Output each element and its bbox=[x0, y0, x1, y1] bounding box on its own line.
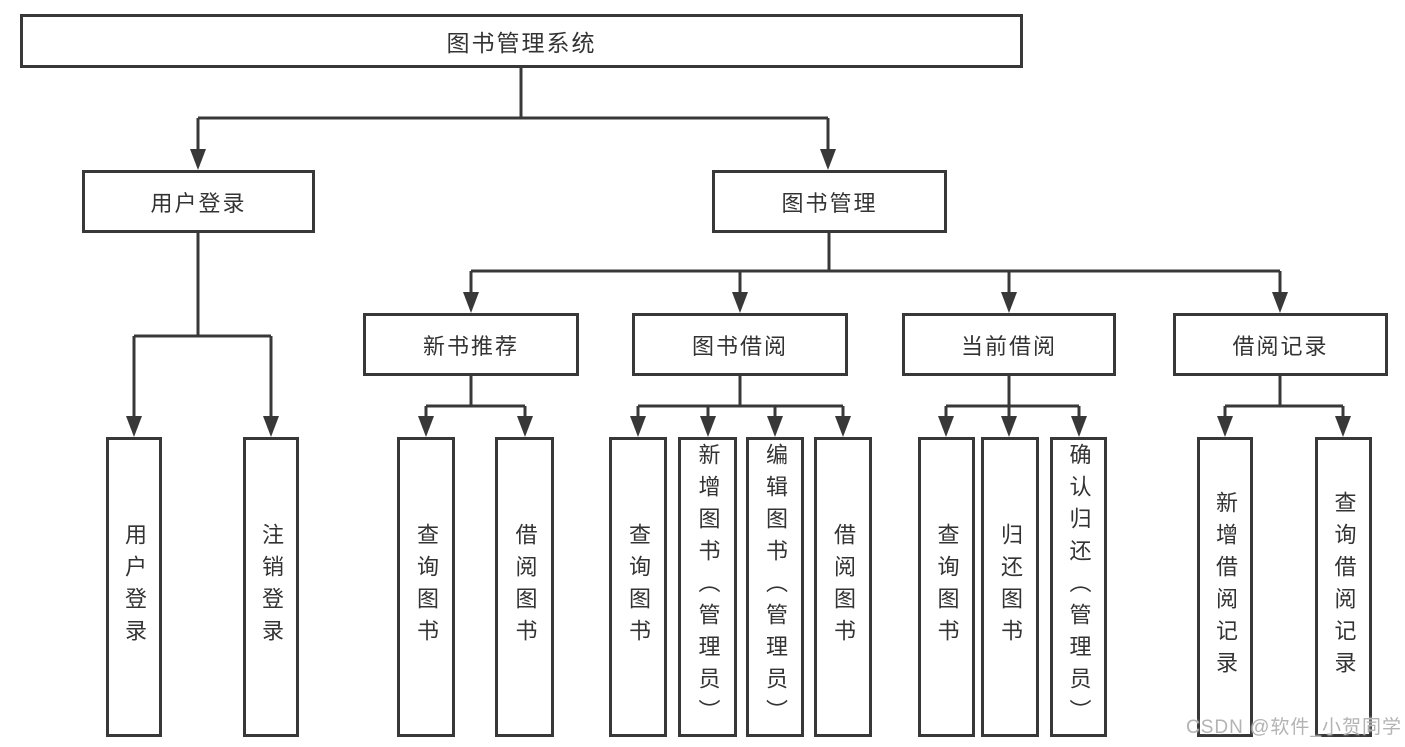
node-book-borrowing: 图书借阅 bbox=[632, 313, 848, 376]
arrowheads-book-borrowing-branch bbox=[630, 416, 851, 437]
leaf-label: 编辑图书（管理员） bbox=[763, 443, 788, 731]
leaf-return-books: 归还图书 bbox=[981, 437, 1039, 737]
leaf-label: 查询图书 bbox=[934, 523, 960, 651]
leaf-label: 确认归还（管理员） bbox=[1066, 443, 1092, 731]
leaf-label: 借阅图书 bbox=[512, 523, 538, 651]
node-current-borrowing: 当前借阅 bbox=[902, 313, 1116, 376]
leaf-label: 用户登录 bbox=[122, 523, 147, 651]
leaf-label: 查询图书 bbox=[414, 523, 439, 651]
leaf-add-borrow-record: 新增借阅记录 bbox=[1197, 437, 1253, 737]
node-label: 借阅记录 bbox=[1232, 333, 1329, 359]
leaf-query-books-recommend: 查询图书 bbox=[397, 437, 455, 737]
connector-borrowing-records-branch bbox=[1223, 376, 1345, 431]
arrowheads-level2 bbox=[190, 149, 836, 170]
leaf-query-borrow-record: 查询借阅记录 bbox=[1315, 437, 1372, 737]
leaf-label: 归还图书 bbox=[998, 523, 1023, 651]
arrowheads-book-management-branch bbox=[463, 292, 1288, 313]
leaf-label: 新增借阅记录 bbox=[1213, 491, 1238, 683]
arrowheads-new-book-branch bbox=[418, 416, 533, 437]
connector-root-to-level2 bbox=[196, 68, 830, 164]
node-label: 图书管理 bbox=[781, 190, 878, 216]
leaf-borrow-books: 借阅图书 bbox=[814, 437, 872, 737]
leaf-borrow-books-recommend: 借阅图书 bbox=[495, 437, 554, 737]
leaf-edit-books-admin: 编辑图书（管理员） bbox=[746, 437, 804, 737]
node-label: 图书借阅 bbox=[691, 333, 788, 359]
connector-user-login-branch bbox=[132, 233, 273, 431]
node-label: 新书推荐 bbox=[422, 333, 519, 359]
leaf-add-books-admin: 新增图书（管理员） bbox=[678, 437, 737, 737]
connector-new-book-branch bbox=[424, 376, 527, 431]
node-library-management-system: 图书管理系统 bbox=[20, 14, 1023, 68]
node-new-book-recommendation: 新书推荐 bbox=[363, 313, 579, 376]
node-book-management: 图书管理 bbox=[712, 170, 947, 233]
node-label: 图书管理系统 bbox=[446, 30, 597, 56]
connector-book-borrowing-branch bbox=[636, 376, 845, 431]
leaf-query-books-current: 查询图书 bbox=[918, 437, 975, 737]
arrowheads-borrowing-records-branch bbox=[1217, 416, 1351, 437]
node-borrowing-records: 借阅记录 bbox=[1173, 313, 1388, 376]
arrowheads-user-login-branch bbox=[126, 416, 279, 437]
csdn-watermark: CSDN @软件_小贺同学 bbox=[1186, 717, 1402, 738]
leaf-label: 查询图书 bbox=[626, 523, 651, 651]
leaf-query-books-borrowing: 查询图书 bbox=[609, 437, 667, 737]
leaf-user-login: 用户登录 bbox=[106, 437, 162, 737]
node-user-login: 用户登录 bbox=[82, 170, 315, 233]
leaf-confirm-return-admin: 确认归还（管理员） bbox=[1050, 437, 1107, 737]
node-label: 用户登录 bbox=[150, 190, 247, 216]
node-label: 当前借阅 bbox=[960, 333, 1057, 359]
leaf-label: 查询借阅记录 bbox=[1331, 491, 1357, 683]
leaf-label: 注销登录 bbox=[259, 523, 284, 651]
leaf-logout: 注销登录 bbox=[243, 437, 299, 737]
connector-book-management-branch bbox=[469, 233, 1282, 307]
leaf-label: 借阅图书 bbox=[831, 523, 856, 651]
arrowheads-current-borrowing-branch bbox=[938, 416, 1087, 437]
leaf-label: 新增图书（管理员） bbox=[695, 443, 721, 731]
